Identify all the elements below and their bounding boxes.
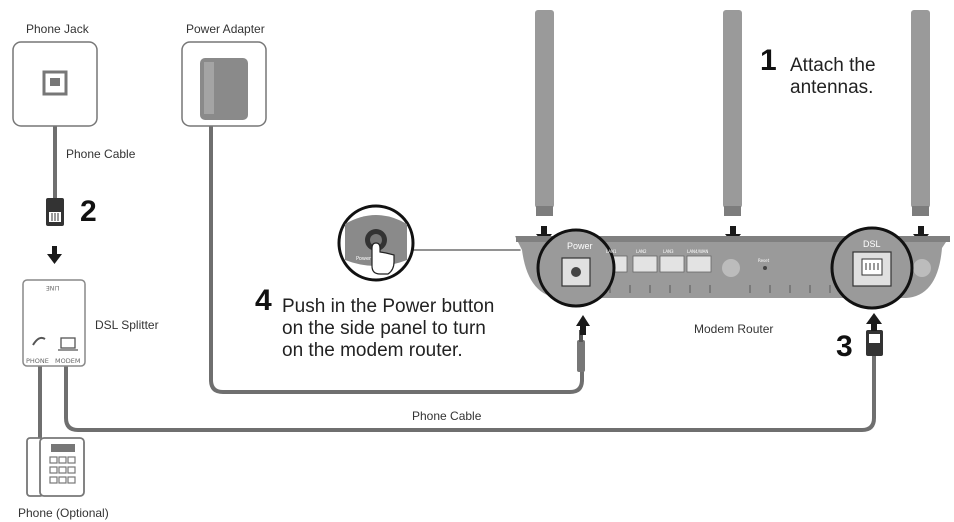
phone-optional-label: Phone (Optional)	[18, 506, 109, 520]
power-button-label: Power On/Off	[356, 256, 389, 262]
step-4-line-3: on the modem router.	[282, 340, 463, 361]
step-1-line-2: antennas.	[790, 77, 874, 98]
power-adapter-cable	[209, 123, 584, 394]
phone-jack-label: Phone Jack	[26, 22, 89, 36]
dsl-port-highlight	[830, 226, 914, 310]
dsl-splitter-label: DSL Splitter	[95, 318, 159, 332]
phone-cable-splitter-to-router	[64, 353, 876, 432]
router-dsl-label: DSL	[863, 239, 881, 249]
telephone-icon	[26, 437, 85, 497]
router-reset-label: Reset	[758, 258, 770, 263]
antenna-middle	[723, 10, 742, 208]
power-button-callout	[337, 204, 415, 282]
step-1-number: 1	[760, 44, 777, 77]
router-lan3-label: LAN3	[663, 249, 674, 254]
splitter-phone-label: PHONE	[26, 357, 49, 365]
dsl-plug-icon	[866, 330, 883, 356]
step-3-number: 3	[836, 330, 853, 363]
power-plug-icon	[577, 330, 585, 372]
power-adapter-label: Power Adapter	[186, 22, 265, 36]
router-lan2-label: LAN2	[636, 249, 647, 254]
router-power-label: Power	[567, 241, 593, 251]
cables	[38, 93, 876, 442]
arrow-up-icon-dsl	[866, 313, 882, 331]
antennas	[535, 10, 930, 216]
step-1-text: Attach the antennas.	[790, 55, 876, 99]
arrow-down-icon	[47, 246, 62, 264]
step-4-line-2: on the side panel to turn	[282, 318, 486, 339]
step-4-number: 4	[255, 284, 272, 317]
phone-jack-icon	[12, 41, 98, 127]
rj11-plug-icon	[46, 198, 64, 226]
power-port-highlight	[536, 228, 616, 308]
step-4-line-1: Push in the Power button	[282, 296, 495, 317]
phone-cable-label-top: Phone Cable	[66, 147, 136, 161]
antenna-left	[535, 10, 554, 208]
arrow-up-icon	[576, 315, 590, 335]
splitter-line-label: LINE	[46, 284, 60, 291]
phone-cable-label-bottom: Phone Cable	[412, 409, 482, 423]
dsl-splitter-icon	[22, 279, 86, 367]
power-adapter-icon	[181, 41, 267, 127]
router-lan1-label: LAN1	[606, 249, 617, 254]
modem-router-label: Modem Router	[694, 322, 774, 336]
step-2-number: 2	[80, 195, 97, 228]
splitter-modem-label: MODEM	[55, 357, 81, 365]
antenna-right	[911, 10, 930, 208]
router-lan4-label: LAN4/WAN	[687, 249, 709, 254]
step-4-text: Push in the Power button on the side pan…	[282, 296, 494, 362]
hand-pointer-icon	[371, 242, 395, 275]
step-1-line-1: Attach the	[790, 55, 876, 76]
